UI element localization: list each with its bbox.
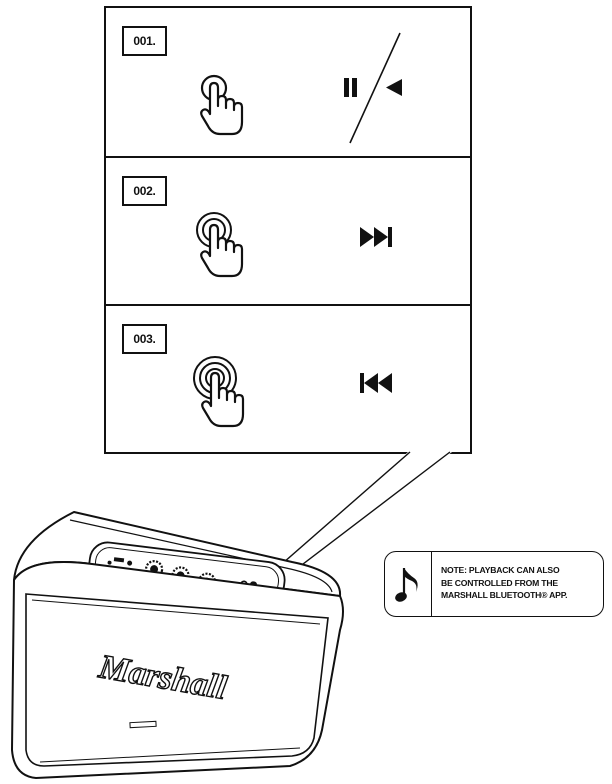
step-number-badge: 001. <box>122 26 167 56</box>
note-line: BE CONTROLLED FROM THE <box>441 577 558 588</box>
single-tap-icon <box>200 74 244 136</box>
music-note-icon <box>395 568 418 602</box>
note-text: NOTE: PLAYBACK CAN ALSO BE CONTROLLED FR… <box>441 564 601 602</box>
note-line: MARSHALL BLUETOOTH® APP. <box>441 590 568 600</box>
note-box: NOTE: PLAYBACK CAN ALSO BE CONTROLLED FR… <box>384 551 604 617</box>
note-line: NOTE: PLAYBACK CAN ALSO <box>441 565 560 575</box>
step-number-badge: 002. <box>122 176 167 206</box>
step-number-badge: 003. <box>122 324 167 354</box>
play-pause-icon <box>344 32 402 144</box>
speaker-illustration: Marshall <box>10 510 344 780</box>
step-panel-1: 001. <box>104 6 472 158</box>
previous-track-icon <box>360 373 392 393</box>
step-panel-3: 003. <box>104 304 472 454</box>
next-track-icon <box>360 227 392 247</box>
triple-tap-icon <box>193 356 245 428</box>
double-tap-icon <box>196 212 244 278</box>
note-divider <box>431 552 432 616</box>
